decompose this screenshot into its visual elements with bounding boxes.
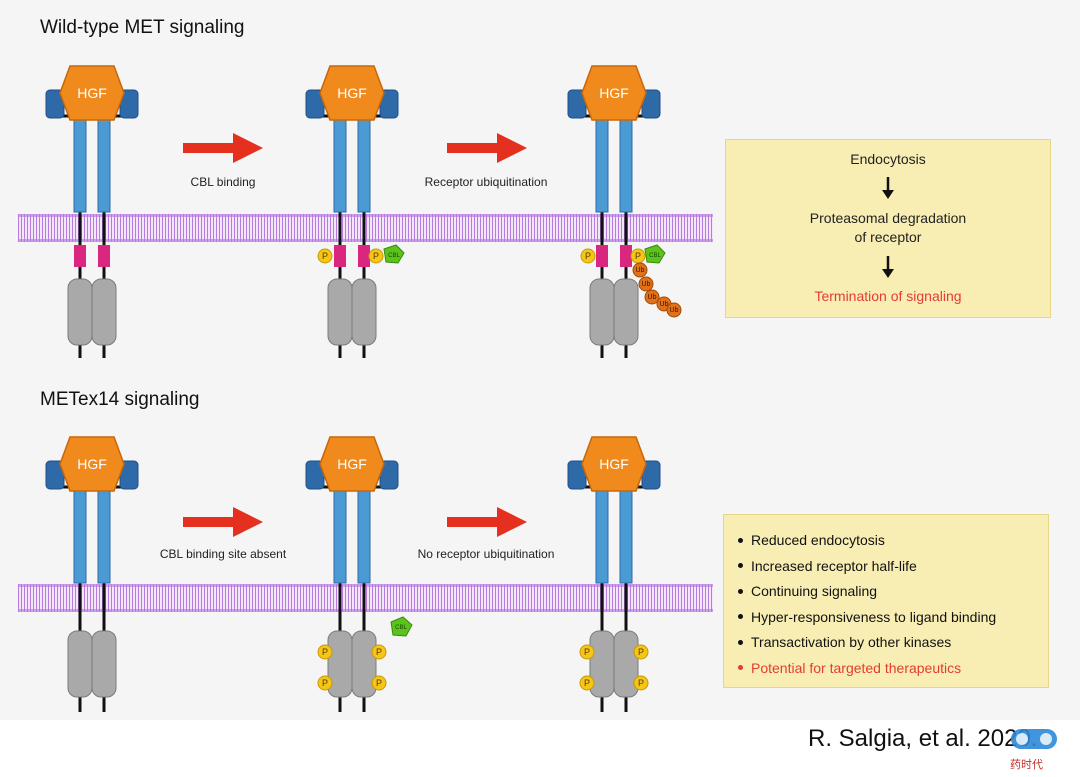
ubiquitin-label: Ub <box>670 307 679 314</box>
step-label: CBL binding <box>191 175 256 189</box>
receptor-2-metex14: HGF P P P P CBL <box>305 436 413 712</box>
logo-icon <box>1011 729 1057 749</box>
wild-type-outcome-box: Endocytosis Proteasomal degradation of r… <box>725 139 1051 318</box>
endocytosis-text: Endocytosis <box>850 151 926 167</box>
citation: R. Salgia, et al. 2020. <box>808 725 1038 752</box>
degradation-text-2: of receptor <box>854 229 922 245</box>
hgf-label: HGF <box>77 456 107 472</box>
metex14-outcome-box: Reduced endocytosis Increased receptor h… <box>723 514 1049 688</box>
phospho-label: P <box>322 647 328 657</box>
list-item: Transactivation by other kinases <box>738 631 996 657</box>
phospho-label: P <box>376 678 382 688</box>
arrow-receptor-ubiquitination <box>447 133 527 163</box>
receptor-1-metex14: HGF <box>45 436 139 712</box>
cbl-label: CBL <box>649 253 661 259</box>
termination-text: Termination of signaling <box>814 288 962 304</box>
phospho-label: P <box>584 678 590 688</box>
step-label: CBL binding site absent <box>160 547 287 561</box>
down-arrow-icon <box>882 256 894 278</box>
hgf-label: HGF <box>337 456 367 472</box>
receptor-3-metex14: HGF P P P P <box>567 436 661 712</box>
hgf-label: HGF <box>599 456 629 472</box>
phospho-label: P <box>322 251 328 261</box>
receptor-3-wild-type: HGF P P CBL Ub Ub Ub Ub Ub <box>567 65 682 358</box>
ubiquitin-label: Ub <box>648 294 657 301</box>
phospho-label: P <box>322 678 328 688</box>
phospho-label: P <box>584 647 590 657</box>
phospho-label: P <box>585 251 591 261</box>
list-item: Potential for targeted therapeutics <box>738 657 996 683</box>
cbl-label: CBL <box>388 253 400 259</box>
arrow-cbl-binding <box>183 133 263 163</box>
metex14-title: METex14 signaling <box>40 389 200 410</box>
step-label: Receptor ubiquitination <box>425 175 548 189</box>
cbl-label: CBL <box>395 625 407 631</box>
wild-type-title: Wild-type MET signaling <box>40 17 245 38</box>
watermark-text: 药时代 <box>1010 759 1043 771</box>
list-item: Increased receptor half-life <box>738 555 996 581</box>
arrow-no-ubiquitination <box>447 507 527 537</box>
outcome-list: Reduced endocytosis Increased receptor h… <box>738 529 996 682</box>
phospho-label: P <box>638 647 644 657</box>
hgf-label: HGF <box>337 85 367 101</box>
list-item: Continuing signaling <box>738 580 996 606</box>
phospho-label: P <box>638 678 644 688</box>
down-arrow-icon <box>882 177 894 199</box>
receptor-2-wild-type: HGF P P CBL <box>305 65 405 358</box>
degradation-text: Proteasomal degradation <box>809 210 967 226</box>
arrow-cbl-site-absent <box>183 507 263 537</box>
ubiquitin-label: Ub <box>642 281 651 288</box>
ubiquitin-label: Ub <box>660 301 669 308</box>
list-item: Hyper-responsiveness to ligand binding <box>738 606 996 632</box>
phospho-label: P <box>373 251 379 261</box>
hgf-label: HGF <box>77 85 107 101</box>
step-label: No receptor ubiquitination <box>418 547 555 561</box>
signaling-diagram: HGF HGF P P CBL HGF <box>45 65 682 712</box>
receptor-1-wild-type: HGF <box>45 65 139 358</box>
phospho-label: P <box>635 251 641 261</box>
list-item: Reduced endocytosis <box>738 529 996 555</box>
ubiquitin-label: Ub <box>636 267 645 274</box>
phospho-label: P <box>376 647 382 657</box>
hgf-label: HGF <box>599 85 629 101</box>
